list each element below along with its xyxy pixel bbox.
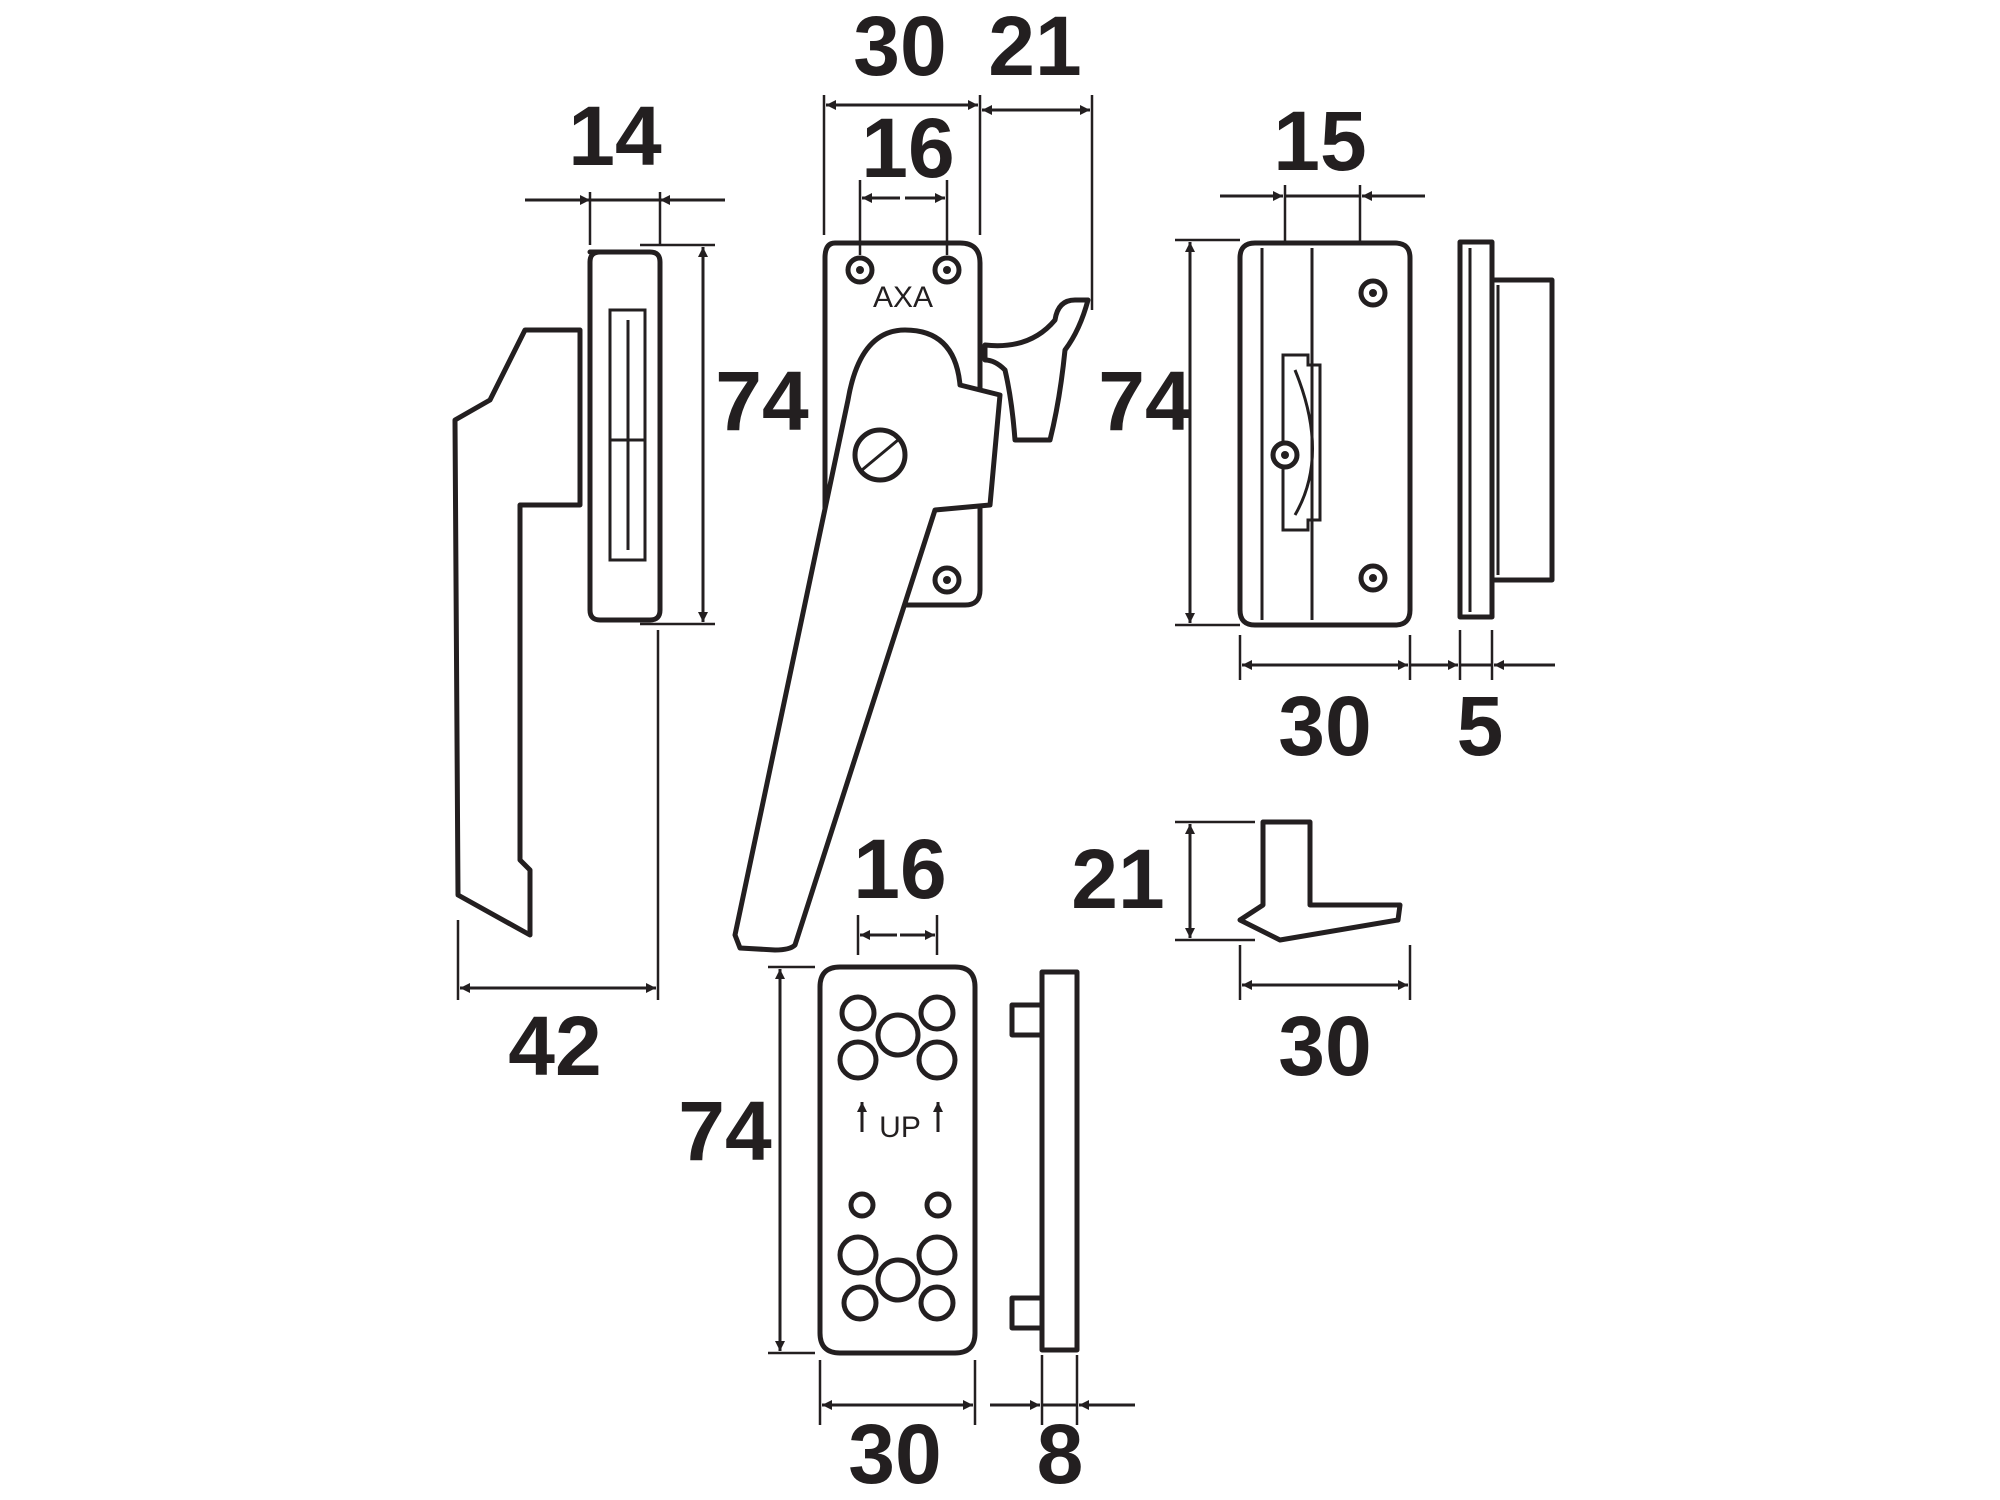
dim-front-hole-spacing: 16 xyxy=(861,101,954,195)
dim-plate-height: 74 xyxy=(678,1084,772,1178)
dim-plate-width: 30 xyxy=(848,1407,941,1500)
wedge-profile xyxy=(1237,819,1403,943)
dim-front-width: 30 xyxy=(853,0,946,93)
dimension-labels: 14 74 42 30 16 21 74 15 30 5 21 30 16 74… xyxy=(508,0,1503,1500)
brand-mark: AXA xyxy=(873,281,933,314)
keep-side-view xyxy=(1457,239,1555,620)
dim-keep-width: 30 xyxy=(1278,679,1371,773)
handle-side-view xyxy=(452,249,663,938)
dim-keep-profile-thickness: 5 xyxy=(1457,679,1504,773)
back-plate-view: UP xyxy=(817,964,978,1356)
dimension-lines xyxy=(456,95,1555,1425)
up-mark: UP xyxy=(879,1111,921,1144)
dim-front-height: 74 xyxy=(1098,354,1192,448)
dim-plate-thickness: 8 xyxy=(1037,1407,1084,1500)
dim-handle-side-height: 74 xyxy=(715,354,809,448)
dim-plate-hole-spacing: 16 xyxy=(853,822,946,916)
plate-side-view xyxy=(1009,969,1080,1353)
dim-handle-side-width: 14 xyxy=(568,89,662,183)
handle-front-view: AXA xyxy=(732,240,1091,953)
keep-front-view xyxy=(1237,240,1413,628)
dim-handle-depth: 42 xyxy=(508,999,601,1093)
dim-wedge-height: 21 xyxy=(1071,832,1164,926)
dim-keep-side-depth: 15 xyxy=(1273,94,1366,188)
dim-wedge-width: 30 xyxy=(1278,999,1371,1093)
dim-hook-reach: 21 xyxy=(988,0,1081,93)
